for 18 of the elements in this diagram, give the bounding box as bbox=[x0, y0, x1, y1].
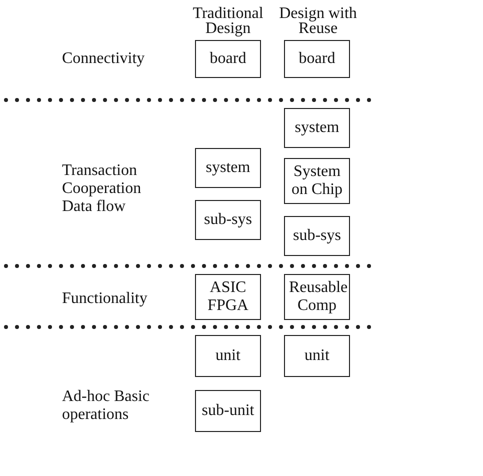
level-box: unit bbox=[195, 335, 261, 377]
row-label: Functionality bbox=[62, 290, 148, 308]
level-box: System on Chip bbox=[284, 158, 350, 204]
level-box: Reusable Comp bbox=[284, 274, 350, 320]
level-box: ASIC FPGA bbox=[195, 274, 261, 320]
level-box: sub-unit bbox=[195, 390, 261, 432]
row-label: Ad-hoc Basic operations bbox=[62, 388, 151, 424]
row-label: Connectivity bbox=[62, 50, 146, 68]
level-box: system bbox=[284, 108, 350, 148]
column-header: Traditional Design bbox=[192, 6, 264, 36]
level-box: sub-sys bbox=[195, 200, 261, 240]
column-header: Design with Reuse bbox=[278, 6, 358, 36]
level-box: unit bbox=[284, 335, 350, 377]
level-box: system bbox=[195, 148, 261, 188]
level-box: board bbox=[284, 40, 350, 78]
row-label: Transaction Cooperation Data flow bbox=[62, 162, 142, 216]
level-box: board bbox=[195, 40, 261, 78]
level-box: sub-sys bbox=[284, 216, 350, 256]
